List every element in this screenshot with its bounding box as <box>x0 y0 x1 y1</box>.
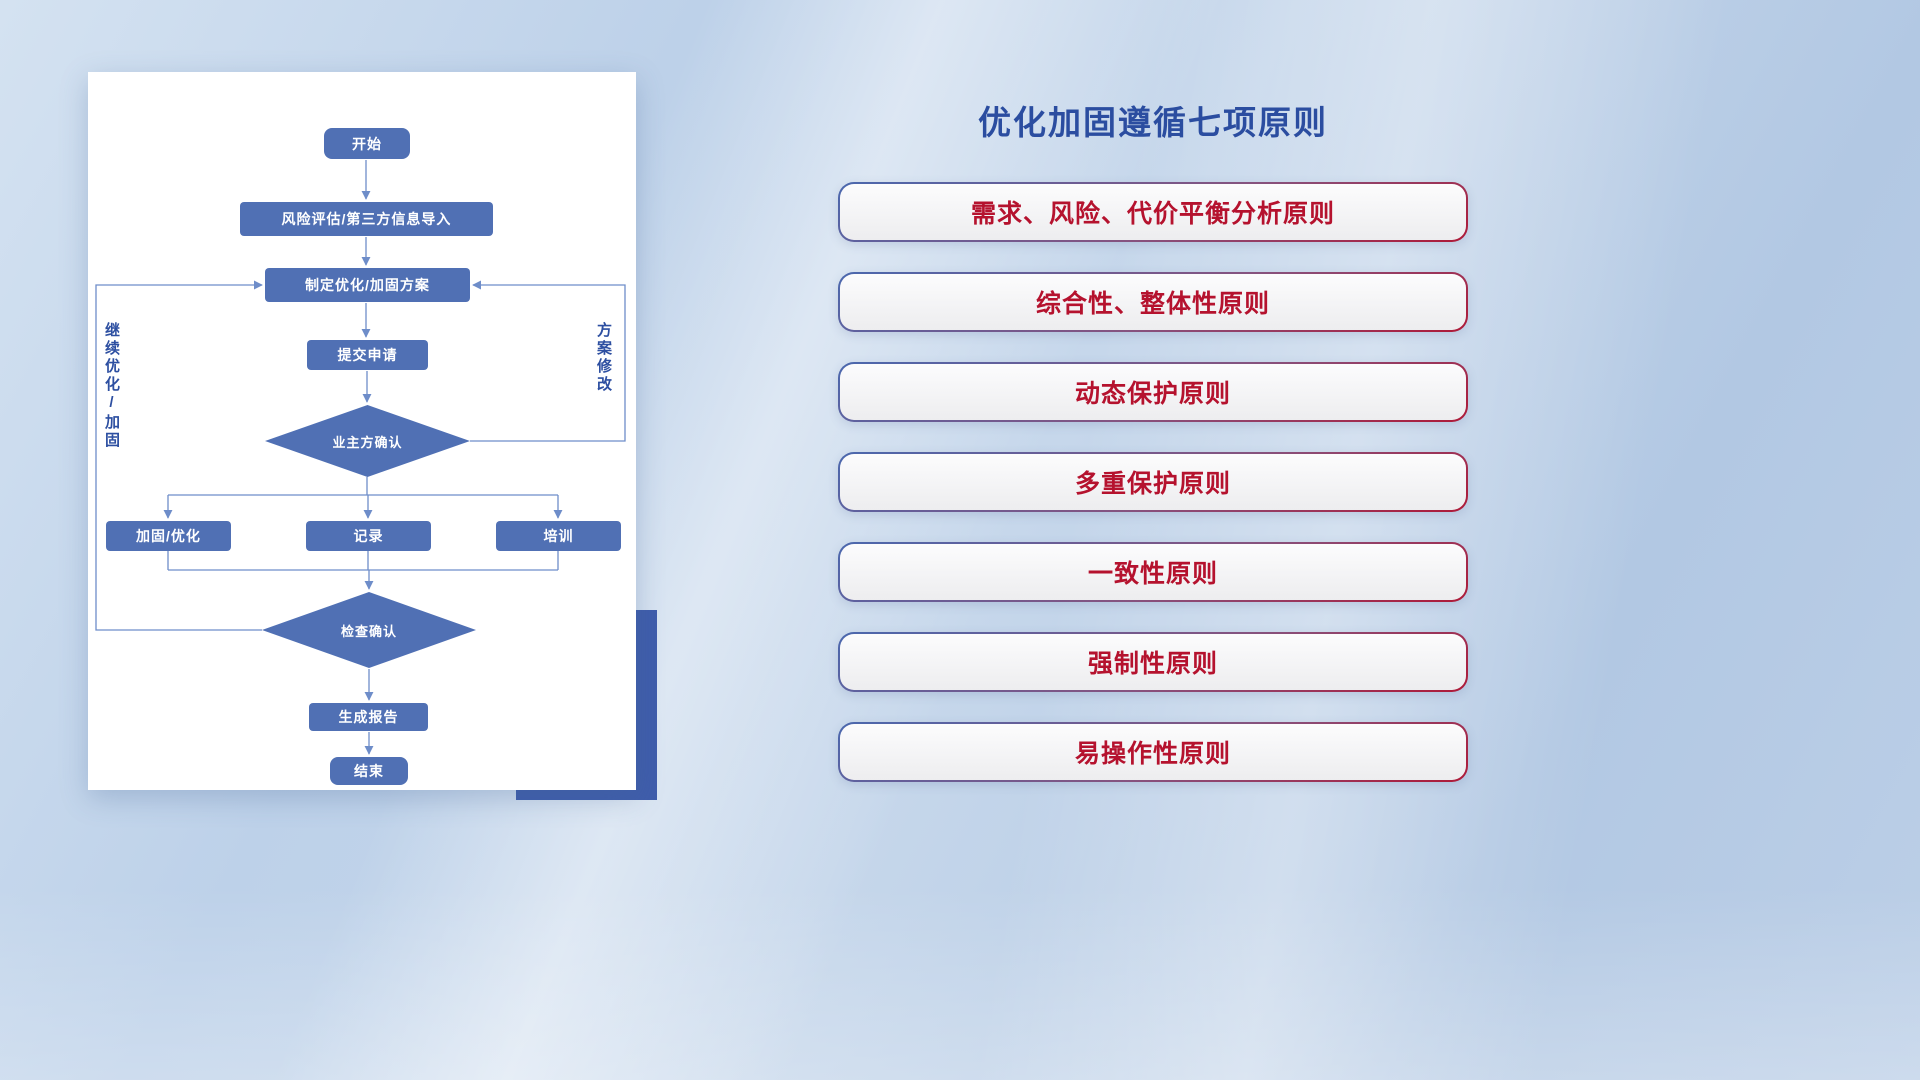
flow-node-generate-report: 生成报告 <box>309 703 428 731</box>
principle-item: 动态保护原则 <box>838 362 1468 422</box>
principle-label: 需求、风险、代价平衡分析原则 <box>840 184 1466 240</box>
principle-item: 强制性原则 <box>838 632 1468 692</box>
principle-item: 易操作性原则 <box>838 722 1468 782</box>
flowchart-card: 开始 风险评估/第三方信息导入 制定优化/加固方案 提交申请 业主方确认 加固/… <box>88 72 636 790</box>
principle-label: 多重保护原则 <box>840 454 1466 510</box>
page-title: 优化加固遵循七项原则 <box>978 104 1328 141</box>
flow-node-submit-application: 提交申请 <box>307 340 428 370</box>
principle-item: 需求、风险、代价平衡分析原则 <box>838 182 1468 242</box>
flow-node-harden-optimize: 加固/优化 <box>106 521 231 551</box>
flow-node-risk-assessment: 风险评估/第三方信息导入 <box>240 202 493 236</box>
flow-node-make-plan: 制定优化/加固方案 <box>265 268 470 302</box>
flowchart-connectors <box>95 160 626 755</box>
flow-label-continue-optimize: 继续优化/加固 <box>103 322 120 450</box>
flow-node-start: 开始 <box>324 128 410 159</box>
principle-label: 强制性原则 <box>840 634 1466 690</box>
flow-label-plan-revision: 方案修改 <box>595 322 612 394</box>
principles-list: 需求、风险、代价平衡分析原则 综合性、整体性原则 动态保护原则 多重保护原则 一… <box>838 182 1468 782</box>
principle-item: 多重保护原则 <box>838 452 1468 512</box>
principle-label: 易操作性原则 <box>840 724 1466 780</box>
principle-item: 综合性、整体性原则 <box>838 272 1468 332</box>
flow-node-end: 结束 <box>330 757 408 785</box>
principle-label: 一致性原则 <box>840 544 1466 600</box>
principle-item: 一致性原则 <box>838 542 1468 602</box>
flow-node-record: 记录 <box>306 521 431 551</box>
principle-label: 综合性、整体性原则 <box>840 274 1466 330</box>
principles-panel: 优化加固遵循七项原则 需求、风险、代价平衡分析原则 综合性、整体性原则 动态保护… <box>838 96 1468 782</box>
flow-node-training: 培训 <box>496 521 621 551</box>
principle-label: 动态保护原则 <box>840 364 1466 420</box>
